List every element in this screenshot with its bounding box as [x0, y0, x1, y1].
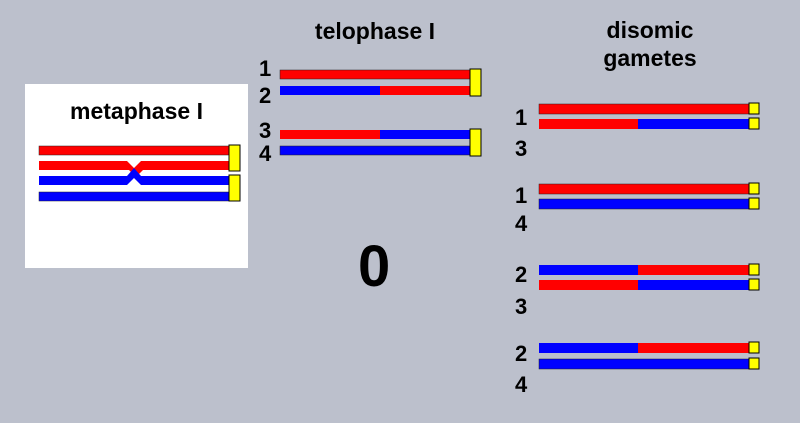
- telophase-chromosomes: [279, 68, 482, 157]
- gamete-1-chromatid-3-red: [539, 119, 638, 129]
- gamete-4-chromatid-4: [538, 358, 750, 370]
- gamete-1-centromere-1: [748, 102, 760, 115]
- telophase-chromatid-2-blue: [280, 86, 380, 95]
- gamete-4-chromatid-2-red: [638, 343, 749, 353]
- gamete-4-centromere-4: [748, 357, 760, 370]
- telophase-label-2: 2: [259, 83, 272, 108]
- metaphase-centromere-top: [228, 144, 241, 172]
- metaphase-chromatid-3: [39, 168, 229, 185]
- metaphase-centromere-bottom: [228, 174, 241, 202]
- gamete-2-centromere-1: [748, 182, 760, 195]
- telophase-title: telophase I: [314, 18, 436, 44]
- gametes-title-line1: disomic: [606, 17, 694, 43]
- gamete-pair-3-top-label: 2: [515, 262, 528, 287]
- telophase-label-4: 4: [259, 141, 272, 166]
- gamete-pair-3: [539, 263, 760, 291]
- gamete-3-chromatid-2-blue: [539, 265, 638, 275]
- gamete-2-chromatid-1: [538, 183, 750, 195]
- gamete-3-centromere-2: [748, 263, 760, 276]
- gamete-3-centromere-3: [748, 278, 760, 291]
- telophase-centromere-a: [469, 68, 482, 97]
- telophase-label-3: 3: [259, 118, 272, 143]
- gamete-pair-1-bottom-label: 3: [515, 136, 528, 161]
- metaphase-chromosomes: [38, 144, 241, 202]
- metaphase-title: metaphase I: [70, 98, 203, 124]
- gamete-2-chromatid-4: [538, 198, 750, 210]
- telophase-chromatid-2-red: [380, 86, 470, 95]
- gamete-4-chromatid-2-blue: [539, 343, 638, 353]
- gamete-1-chromatid-1: [538, 103, 750, 115]
- telophase-label-1: 1: [259, 56, 272, 81]
- gamete-1-centromere-3: [748, 117, 760, 130]
- metaphase-chromatid-1: [38, 145, 230, 156]
- gamete-pair-1: [538, 102, 760, 130]
- gamete-3-chromatid-3-blue: [638, 280, 749, 290]
- gamete-pair-4: [538, 341, 760, 370]
- gamete-pair-4-bottom-label: 4: [515, 372, 528, 397]
- telophase-chromatid-3-red: [280, 130, 380, 139]
- gamete-3-chromatid-3-red: [539, 280, 638, 290]
- telophase-chromatid-1: [279, 69, 471, 80]
- metaphase-chromatid-4: [38, 191, 230, 202]
- gamete-pair-3-bottom-label: 3: [515, 294, 528, 319]
- gamete-pair-2-bottom-label: 4: [515, 211, 528, 236]
- gamete-pair-2: [538, 182, 760, 210]
- gamete-1-chromatid-3-blue: [638, 119, 749, 129]
- telophase-chromatid-3-blue: [380, 130, 470, 139]
- gamete-3-chromatid-2-red: [638, 265, 749, 275]
- gamete-pair-2-top-label: 1: [515, 183, 528, 208]
- gamete-pair-1-top-label: 1: [515, 105, 528, 130]
- telophase-centromere-b: [469, 128, 482, 157]
- gamete-pair-4-top-label: 2: [515, 341, 528, 366]
- gamete-4-centromere-2: [748, 341, 760, 354]
- gamete-2-centromere-4: [748, 197, 760, 210]
- gametes-title-line2: gametes: [603, 45, 697, 71]
- telophase-count: 0: [358, 234, 391, 299]
- telophase-chromatid-4: [279, 145, 471, 156]
